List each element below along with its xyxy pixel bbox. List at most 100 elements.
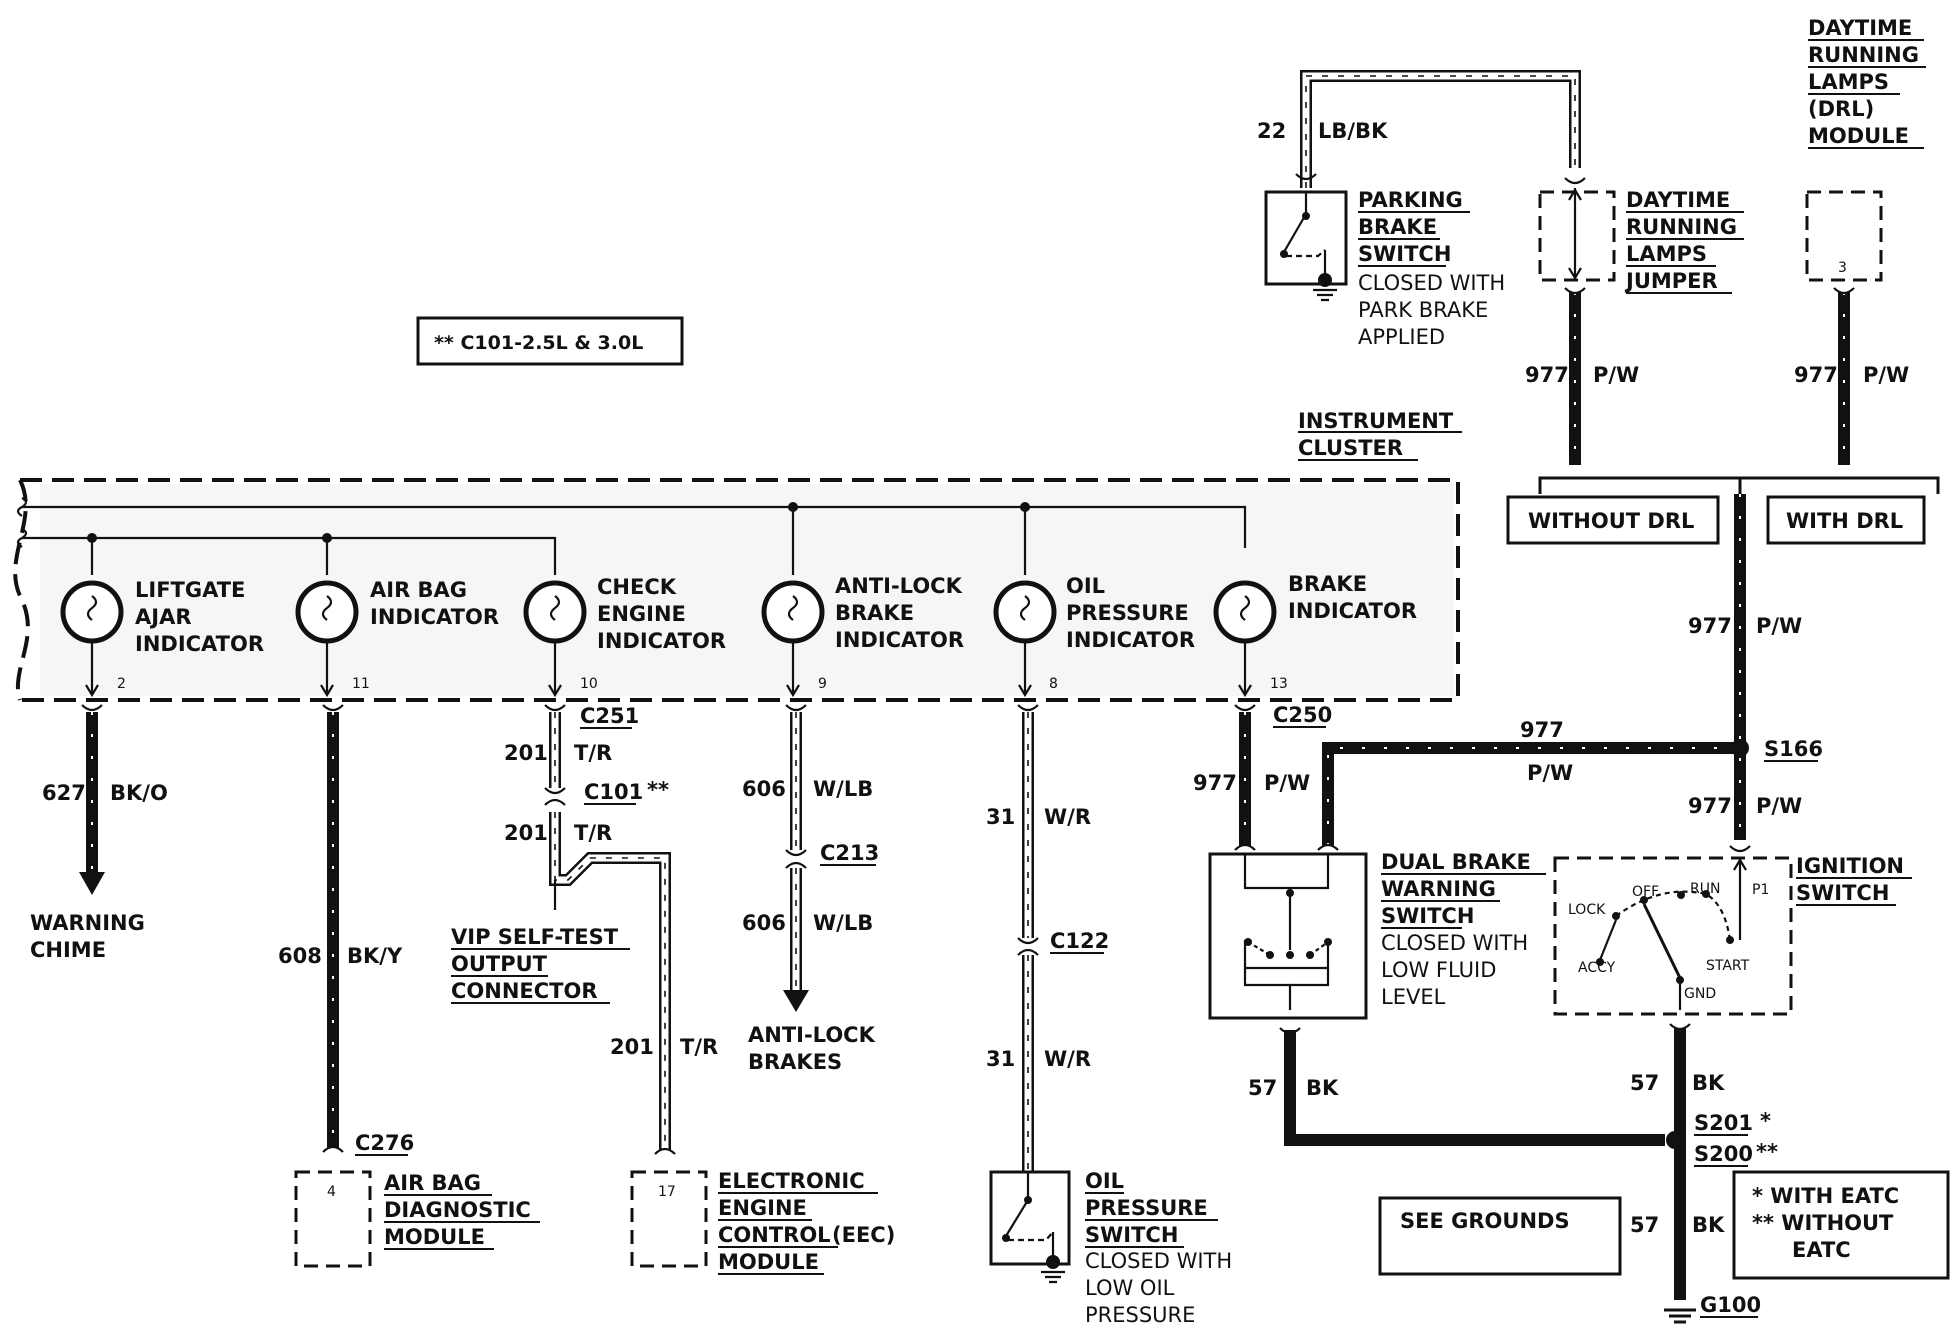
drl-jumper-label-4: JUMPER: [1624, 269, 1718, 293]
parking-brake-label-1: PARKING: [1358, 188, 1463, 212]
indicator-airbag: AIR BAG INDICATOR 11: [295, 578, 499, 698]
airbag-module-pin: 4: [327, 1184, 336, 1200]
warning-chime-label-2: CHIME: [30, 938, 106, 962]
eec-module-label-1: ELECTRONIC: [718, 1169, 865, 1193]
legend-line-1: * WITH EATC: [1752, 1184, 1899, 1208]
indicator-anti-lock-label-3: INDICATOR: [835, 628, 964, 652]
parking-brake-label-3: SWITCH: [1358, 242, 1451, 266]
eec-module: 17 ELECTRONIC ENGINE CONTROL (EEC) MODUL…: [630, 1169, 895, 1275]
indicator-anti-lock: ANTI-LOCK BRAKE INDICATOR 9: [761, 574, 964, 698]
connector-c213: C213: [820, 841, 879, 865]
anti-lock-brakes-label-1: ANTI-LOCK: [748, 1023, 876, 1047]
parking-brake-switch: PARKING BRAKE SWITCH CLOSED WITH PARK BR…: [1264, 188, 1505, 349]
indicator-oil-pressure-label-1: OIL: [1066, 574, 1105, 598]
ignition-pos-p1: P1: [1752, 882, 1769, 898]
drl-module-label-5: MODULE: [1808, 124, 1909, 148]
anti-lock-brakes-label-2: BRAKES: [748, 1050, 842, 1074]
indicator-anti-lock-label-2: BRAKE: [835, 601, 914, 625]
airbag-module-label-2: DIAGNOSTIC: [384, 1198, 531, 1222]
wire-57-color-main-1: BK: [1692, 1071, 1725, 1095]
indicator-anti-lock-pin: 9: [818, 676, 827, 692]
drl-option-bracket: WITHOUT DRL WITH DRL: [1506, 476, 1940, 545]
indicator-check-engine-label-3: INDICATOR: [597, 629, 726, 653]
vip-label-1: VIP SELF-TEST: [451, 925, 619, 949]
wire-31-color-2: W/R: [1044, 1047, 1091, 1071]
parking-brake-desc-2: PARK BRAKE: [1358, 298, 1488, 322]
dual-brake-desc-1: CLOSED WITH: [1381, 931, 1528, 955]
drl-jumper-label-3: LAMPS: [1626, 242, 1707, 266]
connector-c101: C101: [584, 780, 643, 804]
vip-label-3: CONNECTOR: [451, 979, 598, 1003]
ignition-pos-accy: ACCY: [1578, 960, 1616, 976]
wire-606: 606 W/LB C213 606 W/LB ANTI-LOCK BRAKES: [742, 704, 879, 1074]
wire-977-drl-module: 977 P/W: [1794, 287, 1909, 465]
wire-977-color-cluster: P/W: [1264, 771, 1310, 795]
connector-c251: C251: [580, 704, 639, 728]
connector-c276: C276: [355, 1131, 414, 1155]
vip-connector: VIP SELF-TEST OUTPUT CONNECTOR: [451, 925, 630, 1004]
oil-switch-desc-1: CLOSED WITH: [1085, 1249, 1232, 1273]
ignition-pos-start: START: [1706, 958, 1750, 974]
eec-module-label-2: ENGINE: [718, 1196, 807, 1220]
indicator-anti-lock-label-1: ANTI-LOCK: [835, 574, 963, 598]
note-box: ** C101-2.5L & 3.0L: [416, 316, 684, 366]
oil-switch-label-3: SWITCH: [1085, 1223, 1178, 1247]
splice-s166: S166: [1764, 737, 1823, 761]
dual-brake-label-1: DUAL BRAKE: [1381, 850, 1531, 874]
wire-201-color-2: T/R: [574, 821, 612, 845]
ignition-pos-run: RUN: [1690, 881, 1720, 897]
wire-977-number-main-2: 977: [1688, 794, 1732, 818]
instrument-cluster-label-2: CLUSTER: [1298, 436, 1403, 460]
ignition-pos-lock: LOCK: [1568, 902, 1606, 918]
dual-brake-desc-3: LEVEL: [1381, 985, 1446, 1009]
indicator-liftgate-label-2: AJAR: [135, 605, 192, 629]
ignition-pos-gnd: GND: [1684, 986, 1716, 1002]
wire-57-number-dual: 57: [1248, 1076, 1277, 1100]
oil-switch-desc-3: PRESSURE: [1085, 1303, 1195, 1327]
splice-s200-mark: **: [1756, 1140, 1778, 1164]
legend-line-2: ** WITHOUT: [1752, 1211, 1894, 1235]
airbag-module-label-1: AIR BAG: [384, 1171, 481, 1195]
drl-module: 3 DAYTIME RUNNING LAMPS (DRL) MODULE: [1805, 16, 1926, 282]
eec-module-label-5: MODULE: [718, 1250, 819, 1274]
drl-jumper: DAYTIME RUNNING LAMPS JUMPER: [1538, 177, 1744, 294]
wire-977-color-main-1: P/W: [1756, 614, 1802, 638]
ignition-pos-off: OFF: [1632, 884, 1659, 900]
dual-brake-label-3: SWITCH: [1381, 904, 1474, 928]
eec-module-pin: 17: [658, 1184, 676, 1200]
eec-module-label-4: (EEC): [832, 1223, 895, 1247]
wire-977-number-main-1: 977: [1688, 614, 1732, 638]
drl-module-label-3: LAMPS: [1808, 70, 1889, 94]
drl-jumper-label-2: RUNNING: [1626, 215, 1737, 239]
wire-57-dual-brake: 57 BK: [1248, 1027, 1665, 1146]
drl-jumper-label-1: DAYTIME: [1626, 188, 1730, 212]
indicator-brake: BRAKE INDICATOR 13: [1213, 572, 1417, 698]
oil-switch-label-2: PRESSURE: [1085, 1196, 1208, 1220]
wire-31-color-1: W/R: [1044, 805, 1091, 829]
indicator-brake-label-2: INDICATOR: [1288, 599, 1417, 623]
wire-606-color-2: W/LB: [813, 911, 873, 935]
wire-57-color-main-2: BK: [1692, 1213, 1725, 1237]
wire-977-drl-jumper: 977 P/W: [1525, 287, 1639, 465]
wire-606-number-1: 606: [742, 777, 786, 801]
wire-977-color-main-2: P/W: [1756, 794, 1802, 818]
without-drl-label: WITHOUT DRL: [1528, 509, 1694, 533]
wire-608-number: 608: [278, 944, 322, 968]
wire-201-color-3: T/R: [680, 1035, 718, 1059]
indicator-oil-pressure: OIL PRESSURE INDICATOR 8: [993, 574, 1195, 698]
wire-977-number-module: 977: [1794, 363, 1838, 387]
indicator-liftgate-label-3: INDICATOR: [135, 632, 264, 656]
connector-c122: C122: [1050, 929, 1109, 953]
indicator-check-engine: CHECK ENGINE INDICATOR 10: [523, 575, 726, 698]
ignition-label-1: IGNITION: [1796, 854, 1904, 878]
parking-brake-desc-1: CLOSED WITH: [1358, 271, 1505, 295]
wire-627-number: 627: [42, 781, 86, 805]
wire-201: C251 201 T/R C101 ** 201 T/R 201 T/R: [504, 704, 718, 1155]
indicator-liftgate-label-1: LIFTGATE: [135, 578, 245, 602]
with-drl-label: WITH DRL: [1786, 509, 1903, 533]
instrument-cluster: INSTRUMENT CLUSTER: [13, 409, 1462, 702]
vip-label-2: OUTPUT: [451, 952, 548, 976]
connector-c250: C250: [1273, 703, 1332, 727]
wire-977-color-splice: P/W: [1527, 761, 1573, 785]
